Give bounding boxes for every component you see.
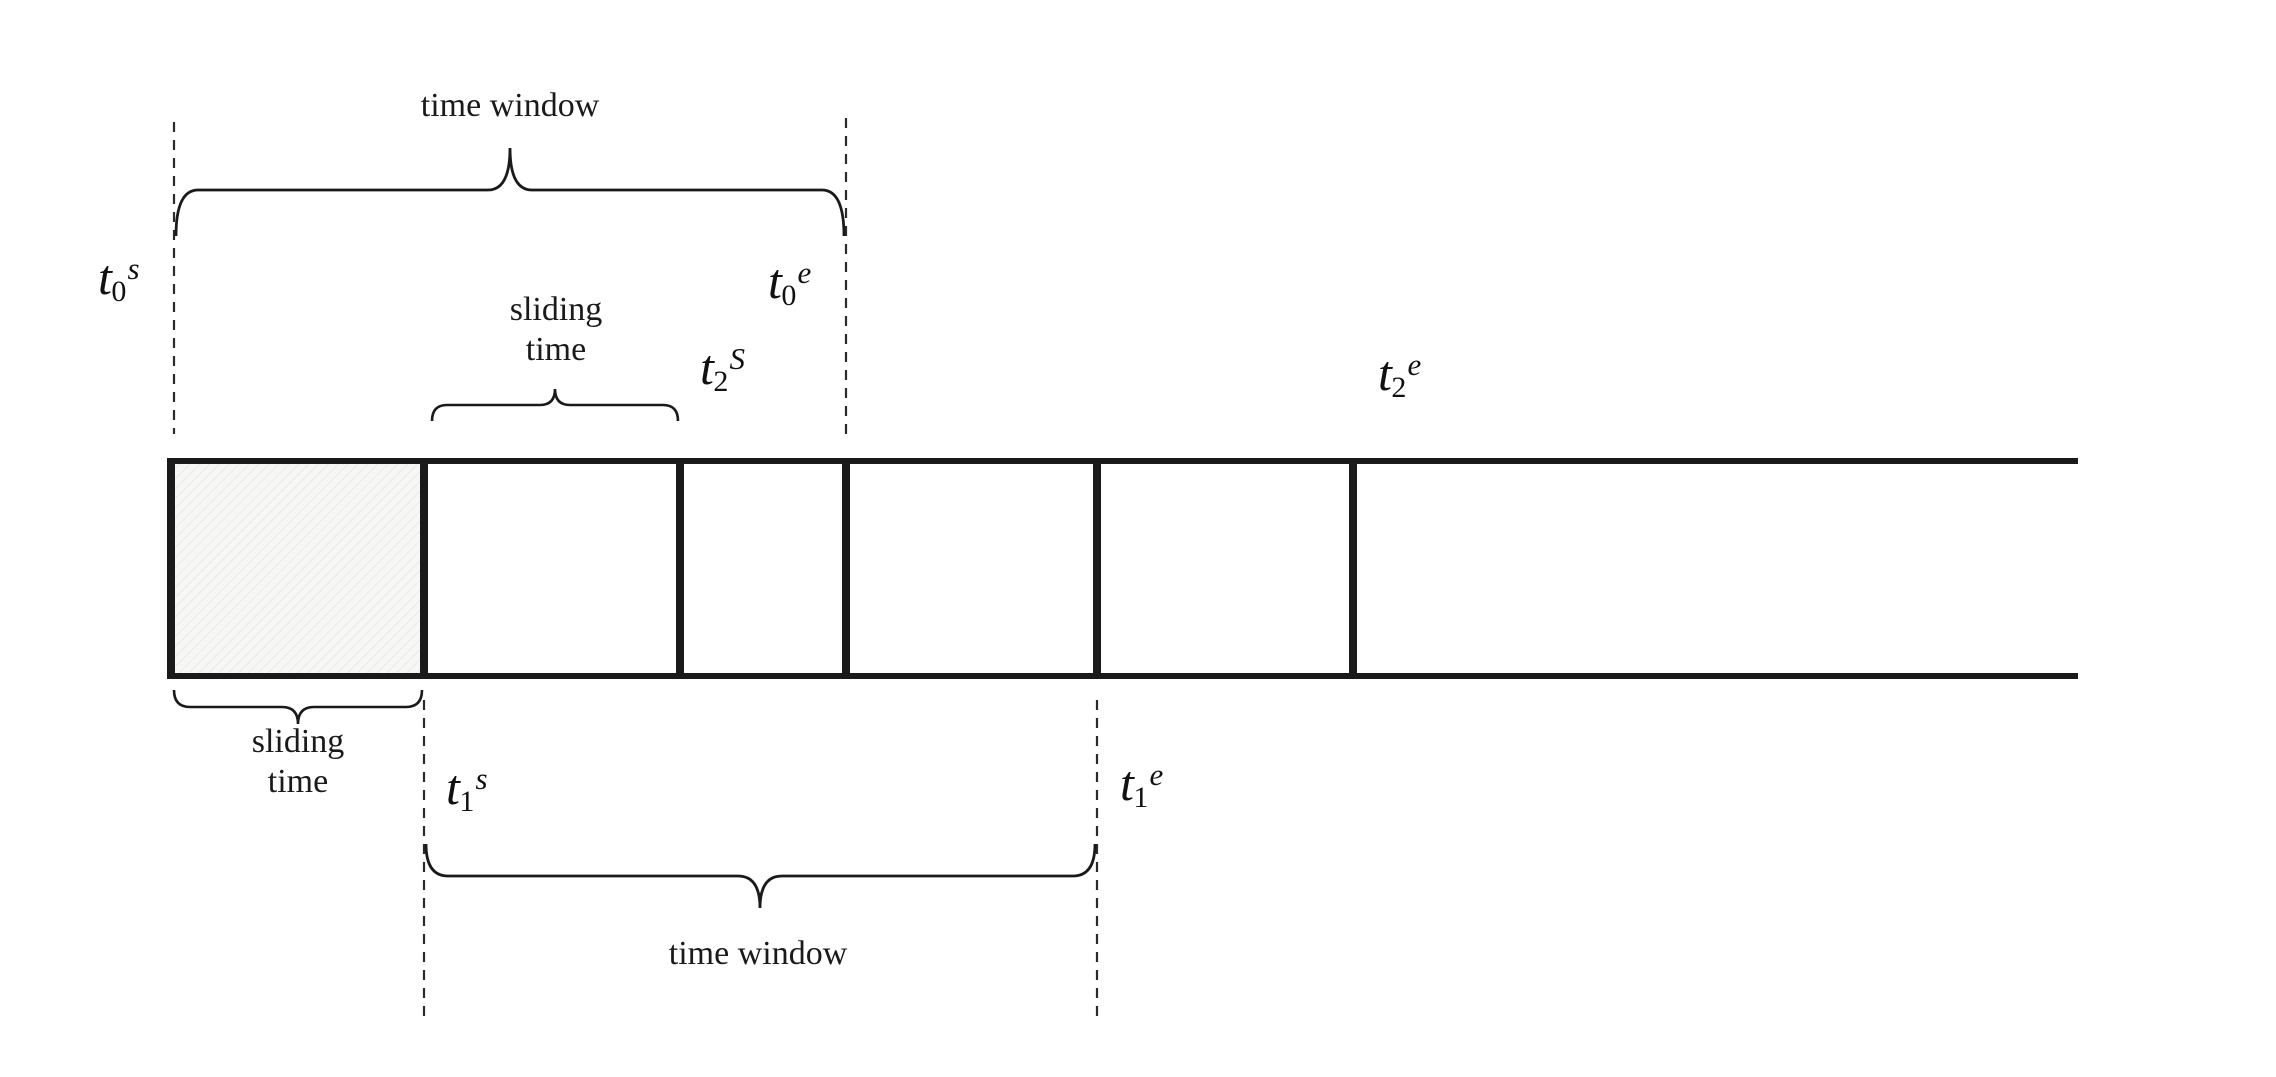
t0s-base: t [98,249,112,305]
brace-sliding-time-top [430,388,680,422]
t0s-sup: s [127,250,140,286]
t2s-sup: S [729,340,746,376]
t0s-sub: 0 [111,274,127,308]
t2e-sub: 2 [1391,370,1407,404]
t1s-sup: s [475,760,488,796]
brace-sliding-time-bottom [172,689,424,725]
t1e-sup: e [1149,756,1164,792]
label-t2-end: t2e [1378,344,1422,404]
label-t0-start: t0s [98,248,140,308]
label-time-window-top: time window [420,87,600,124]
label-sliding-time-bottom-line1: sliding [251,723,345,760]
brace-time-window-top [174,147,846,237]
t1s-sub: 1 [459,784,475,818]
t2e-base: t [1378,345,1392,401]
t1s-base: t [446,759,460,815]
t2s-sub: 2 [713,364,729,398]
t0e-base: t [768,253,782,309]
t0e-sub: 0 [781,278,797,312]
label-sliding-time-bottom: sliding time [252,722,345,802]
brace-time-window-bottom [424,843,1097,909]
label-sliding-time-top-line2: time [525,331,587,369]
t1e-sub: 1 [1133,780,1149,814]
label-t1-end: t1e [1120,754,1164,814]
label-time-window-bottom: time window [668,935,848,972]
label-t2-start: t2S [700,338,746,398]
label-sliding-time-top: sliding time [510,290,603,370]
t0e-sup: e [797,254,812,290]
label-sliding-time-bottom-line2: time [267,763,329,801]
shaded-sliding-segment [172,461,424,676]
label-t0-end: t0e [768,252,812,312]
t1e-base: t [1120,755,1134,811]
label-t1-start: t1s [446,758,488,818]
t2s-base: t [700,339,714,395]
label-sliding-time-top-line1: sliding [509,291,603,328]
t2e-sup: e [1407,346,1422,382]
